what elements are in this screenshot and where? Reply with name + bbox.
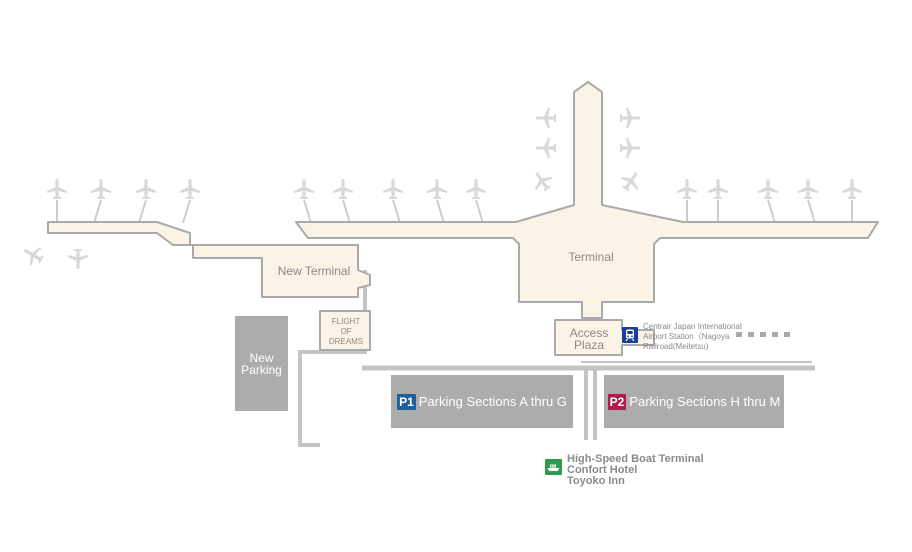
flight-of-dreams-label-3: DREAMS [329,337,363,346]
boat-icon [545,459,562,475]
railway-dashes [736,332,790,337]
flight-of-dreams-label-2: OF [340,327,351,336]
station-line-3: Railroad(Meitetsu) [643,342,709,351]
terminal-building [295,81,879,319]
station-line-2: Airport Station（Nagoya [643,332,730,341]
access-plaza-building [554,319,655,356]
new-parking-block: New Parking [235,316,288,411]
destination-boat-terminal: High-Speed Boat Terminal [567,453,704,465]
flight-of-dreams-label-1: FLIGHT [332,317,361,326]
destination-confort-hotel: Confort Hotel [567,464,638,476]
new-terminal-label: New Terminal [278,264,350,278]
station-label: Centrair Japan International Airport Sta… [643,322,742,352]
gate-connectors [56,199,853,224]
new-parking-label-1: New [249,350,274,365]
p1-label: Parking Sections A thru G [418,393,567,409]
destination-toyoko-inn: Toyoko Inn [567,475,625,487]
p2-label: Parking Sections H thru M [629,393,781,409]
terminal-label: Terminal [568,250,613,264]
flight-of-dreams-building [319,310,371,351]
destinations-label: High-Speed Boat Terminal Confort Hotel T… [567,454,704,487]
roads [298,270,815,447]
new-terminal-building [47,221,371,298]
train-icon [622,327,638,343]
new-parking-label-2: Parking [241,362,282,377]
p1-badge: P1 [397,393,416,410]
p2-badge: P2 [607,393,627,410]
aircraft-icons [19,108,862,269]
station-line-1: Centrair Japan International [643,322,742,331]
access-plaza-label-2: Plaza [574,338,604,352]
access-plaza-label-1: Access [570,326,609,340]
